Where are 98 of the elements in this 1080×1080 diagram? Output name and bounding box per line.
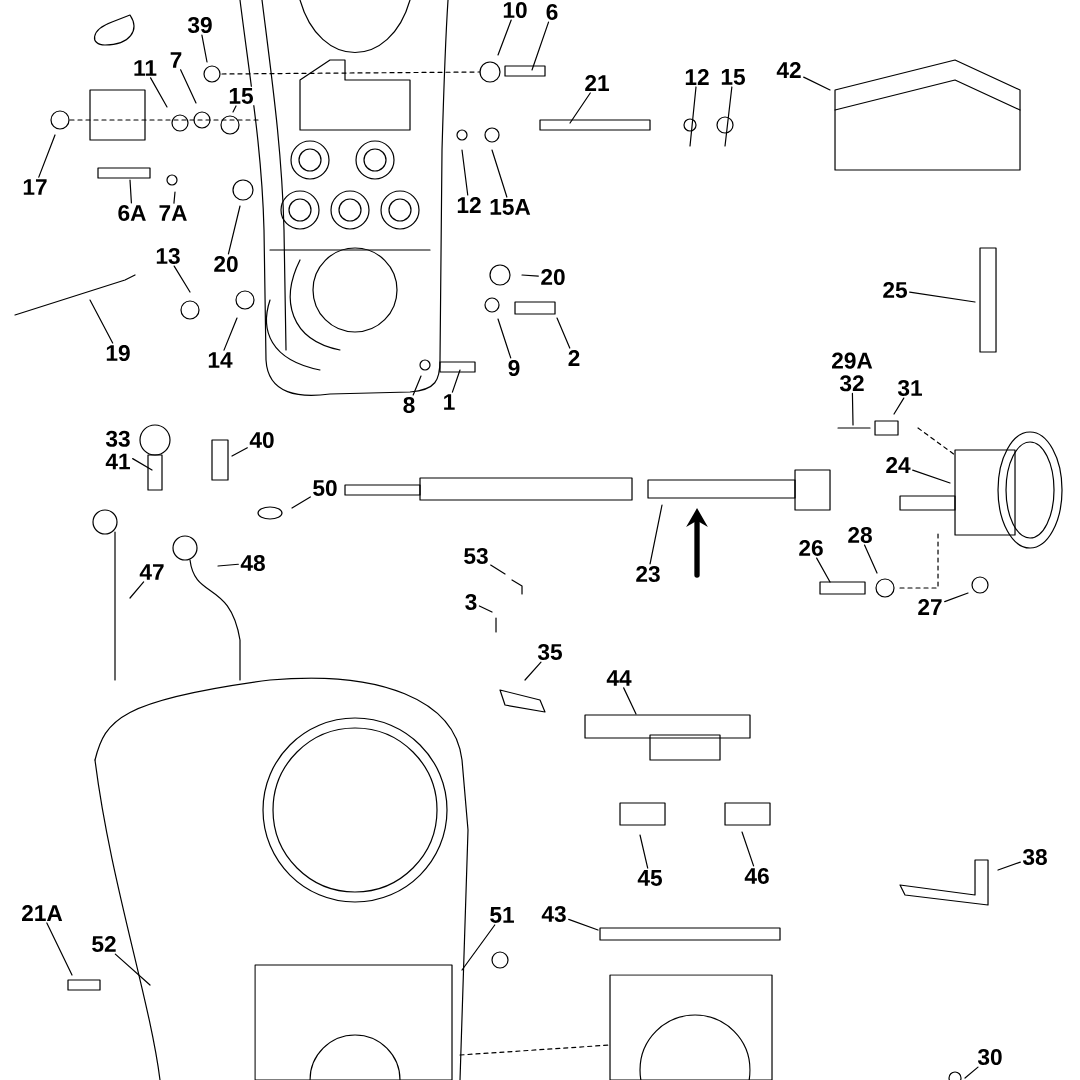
leader-line xyxy=(569,92,591,124)
callout-number: 51 xyxy=(488,905,516,925)
leader-line xyxy=(89,299,114,344)
callout-number: 29A 32 xyxy=(829,351,875,393)
callout-number: 7A xyxy=(157,203,189,223)
leader-line xyxy=(521,274,539,277)
callout-number: 47 xyxy=(138,562,166,582)
callout-number: 38 xyxy=(1021,847,1049,867)
callout-number: 27 xyxy=(916,597,944,617)
leader-line xyxy=(201,34,208,63)
leader-line xyxy=(912,469,951,484)
leader-line xyxy=(223,317,238,351)
callout-number: 20 xyxy=(212,254,240,274)
leader-line xyxy=(863,544,878,574)
callout-number: 30 xyxy=(976,1047,1004,1067)
leader-line xyxy=(531,21,550,71)
callout-number: 44 xyxy=(605,668,633,688)
leader-line xyxy=(893,397,905,415)
callout-number: 52 xyxy=(90,934,118,954)
callout-number: 28 xyxy=(846,525,874,545)
callout-number: 20 xyxy=(539,267,567,287)
callout-number: 14 xyxy=(206,350,234,370)
leader-line xyxy=(412,375,422,396)
callout-number: 42 xyxy=(775,60,803,80)
leader-line xyxy=(149,77,168,108)
callout-number: 21A xyxy=(19,903,65,923)
callout-number: 8 xyxy=(401,395,417,415)
callout-number: 53 xyxy=(462,546,490,566)
callout-number: 19 xyxy=(104,343,132,363)
callout-number: 6A xyxy=(116,203,148,223)
leader-line xyxy=(173,265,191,293)
leader-line xyxy=(944,592,969,603)
leader-line xyxy=(129,179,132,204)
leader-line xyxy=(909,291,976,303)
leader-line xyxy=(217,563,239,567)
callout-number: 6 xyxy=(544,2,560,22)
callout-number: 26 xyxy=(797,538,825,558)
leader-line xyxy=(132,458,153,471)
callout-number: 39 xyxy=(186,15,214,35)
leader-line xyxy=(724,86,733,147)
leader-line xyxy=(568,918,599,931)
callout-number: 24 xyxy=(884,455,912,475)
leader-line xyxy=(623,687,637,715)
leader-line xyxy=(497,19,512,56)
leader-line xyxy=(291,496,311,509)
callout-number: 15A xyxy=(487,197,533,217)
callout-number: 33 41 xyxy=(104,429,132,471)
callout-number: 25 xyxy=(881,280,909,300)
leader-line xyxy=(639,834,649,869)
callout-number: 35 xyxy=(536,642,564,662)
leader-line xyxy=(816,557,831,583)
leader-line xyxy=(851,392,854,426)
leader-line xyxy=(451,369,461,393)
callout-number: 2 xyxy=(566,348,582,368)
leader-line xyxy=(46,922,73,976)
leader-line xyxy=(180,69,197,104)
leader-line xyxy=(649,504,663,565)
leader-line xyxy=(114,953,151,986)
callout-number: 31 xyxy=(896,378,924,398)
leader-line xyxy=(461,149,469,196)
leader-line xyxy=(964,1066,979,1079)
leader-line xyxy=(741,831,755,867)
callout-number: 43 xyxy=(540,904,568,924)
callout-number: 10 xyxy=(501,0,529,20)
leader-line xyxy=(231,447,248,457)
callout-number: 11 xyxy=(131,58,159,78)
callout-number: 15 xyxy=(719,67,747,87)
callout-number: 12 xyxy=(455,195,483,215)
callout-number: 15 xyxy=(227,86,255,106)
leader-line xyxy=(173,191,176,204)
leader-line xyxy=(556,317,571,349)
leader-line xyxy=(490,564,506,575)
leader-line xyxy=(232,105,237,113)
leader-line xyxy=(997,861,1021,871)
callout-number: 9 xyxy=(506,358,522,378)
callout-number: 46 xyxy=(743,866,771,886)
callout-number: 21 xyxy=(583,73,611,93)
leader-line xyxy=(227,205,241,255)
leader-line xyxy=(803,76,831,91)
callout-number: 13 xyxy=(154,246,182,266)
callout-number: 17 xyxy=(21,177,49,197)
leader-line xyxy=(478,605,493,613)
callout-number: 1 xyxy=(441,392,457,412)
leader-line xyxy=(497,318,512,359)
callout-number: 3 xyxy=(463,592,479,612)
callout-number: 7 xyxy=(168,50,184,70)
callout-number: 50 xyxy=(311,478,339,498)
leader-line xyxy=(129,581,145,599)
callout-number: 48 xyxy=(239,553,267,573)
leader-line xyxy=(38,134,56,178)
callout-number: 23 xyxy=(634,564,662,584)
leader-line xyxy=(491,149,508,198)
callout-number: 40 xyxy=(248,430,276,450)
leader-line xyxy=(689,86,697,147)
leader-line xyxy=(524,661,542,681)
callout-number: 12 xyxy=(683,67,711,87)
callout-number: 45 xyxy=(636,868,664,888)
leader-line xyxy=(461,924,496,971)
